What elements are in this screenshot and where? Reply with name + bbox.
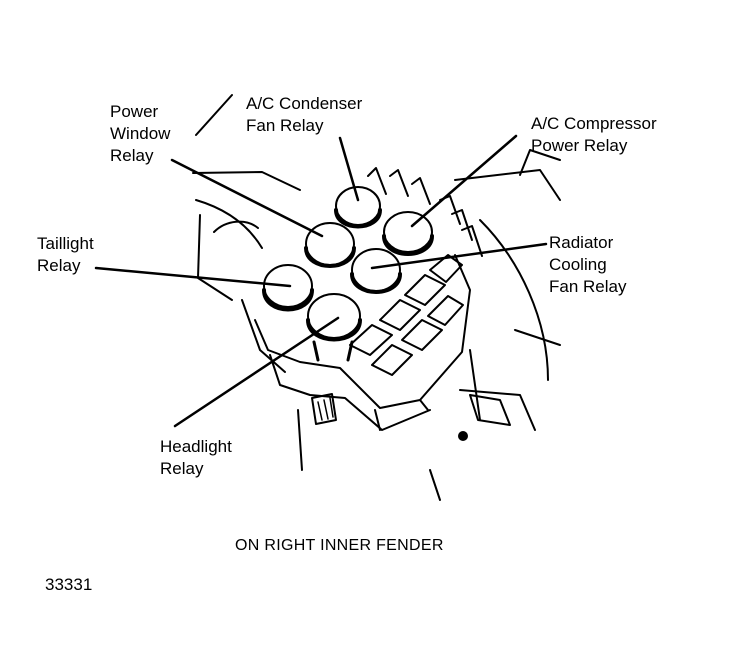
ac-condenser-relay-can [334,186,382,229]
ac-compressor-relay-can [382,211,434,256]
label-ac-condenser-fan-relay: A/C Condenser Fan Relay [246,94,363,135]
taillight-relay-can [262,264,314,312]
radiator-relay-can [350,248,402,294]
diagram-caption: ON RIGHT INNER FENDER [235,537,444,554]
leader-ac-compressor [410,134,518,228]
relay-block [254,167,483,431]
power-window-relay-can [304,222,356,268]
leader-radiator [370,242,548,270]
label-radiator-cooling-fan-relay: Radiator Cooling Fan Relay [549,233,627,296]
leader-headlight [173,316,340,428]
figure-number: 33331 [45,575,93,594]
headlight-relay-can [306,293,362,362]
leader-lines [94,134,548,428]
label-ac-compressor-power-relay: A/C Compressor Power Relay [531,114,657,155]
leader-taillight [94,266,292,288]
label-taillight-relay: Taillight Relay [37,234,94,275]
label-headlight-relay: Headlight Relay [160,437,232,478]
fender-outline [192,94,561,501]
leader-ac-condenser [338,136,360,202]
leader-power-window [170,158,324,238]
label-power-window-relay: Power Window Relay [110,102,171,165]
